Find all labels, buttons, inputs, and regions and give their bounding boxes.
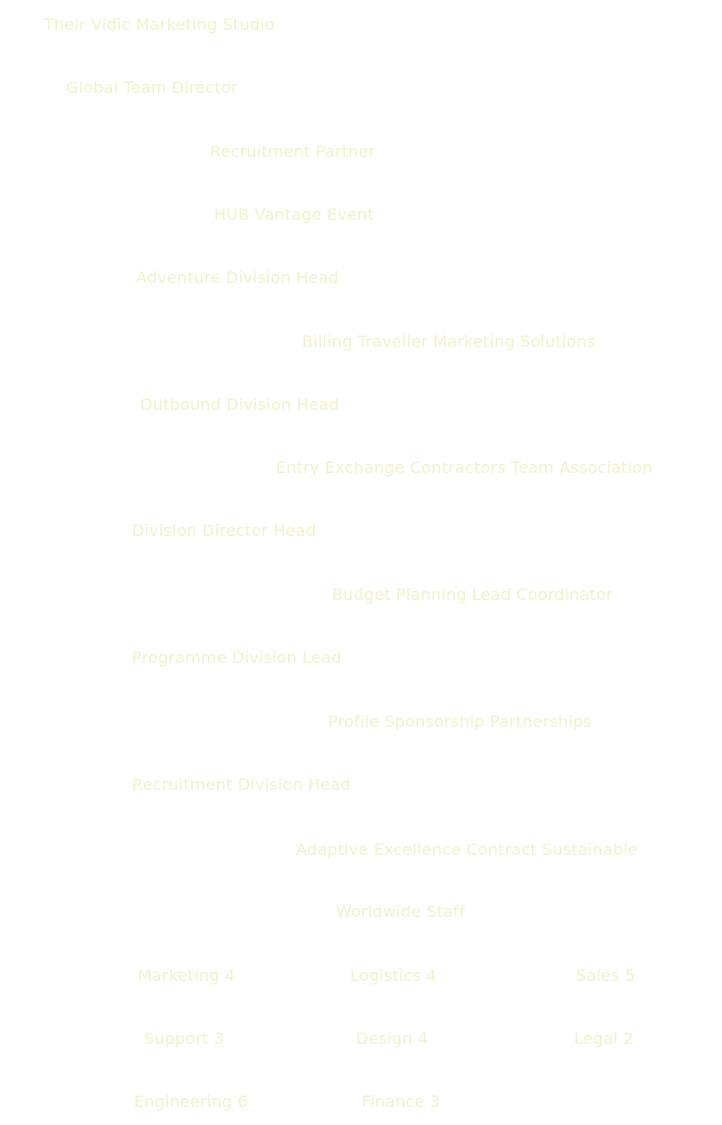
staff-count-cell: Marketing 4 (138, 966, 236, 985)
staff-count-cell: Finance 3 (362, 1092, 441, 1111)
staff-count-cell: Design 4 (356, 1029, 429, 1048)
division-head: Outbound Division Head (140, 395, 340, 414)
division-unit: Entry Exchange Contractors Team Associat… (276, 458, 653, 477)
division-unit: Profile Sponsorship Partnerships (328, 712, 592, 731)
division-unit: Billing Traveller Marketing Solutions (302, 332, 596, 351)
staff-heading: Worldwide Staff (336, 902, 465, 921)
division-unit: Budget Planning Lead Coordinator (332, 585, 613, 604)
staff-count-cell: Support 3 (144, 1029, 225, 1048)
division-head: Programme Division Lead (132, 648, 342, 667)
node-level-2: Recruitment Partner (210, 142, 376, 161)
division-head: Recruitment Division Head (132, 775, 351, 794)
node-level-2: HUB Vantage Event (214, 205, 374, 224)
staff-count-cell: Sales 5 (576, 966, 636, 985)
staff-count-cell: Logistics 4 (350, 966, 437, 985)
division-head: Division Director Head (132, 521, 317, 540)
staff-count-cell: Engineering 6 (134, 1092, 248, 1111)
diagram-title: Their Vidic Marketing Studio (44, 15, 275, 34)
division-head: Adventure Division Head (136, 268, 339, 287)
node-level-1: Global Team Director (66, 78, 238, 97)
staff-count-cell: Legal 2 (574, 1029, 634, 1048)
division-unit: Adaptive Excellence Contract Sustainable (296, 840, 638, 859)
